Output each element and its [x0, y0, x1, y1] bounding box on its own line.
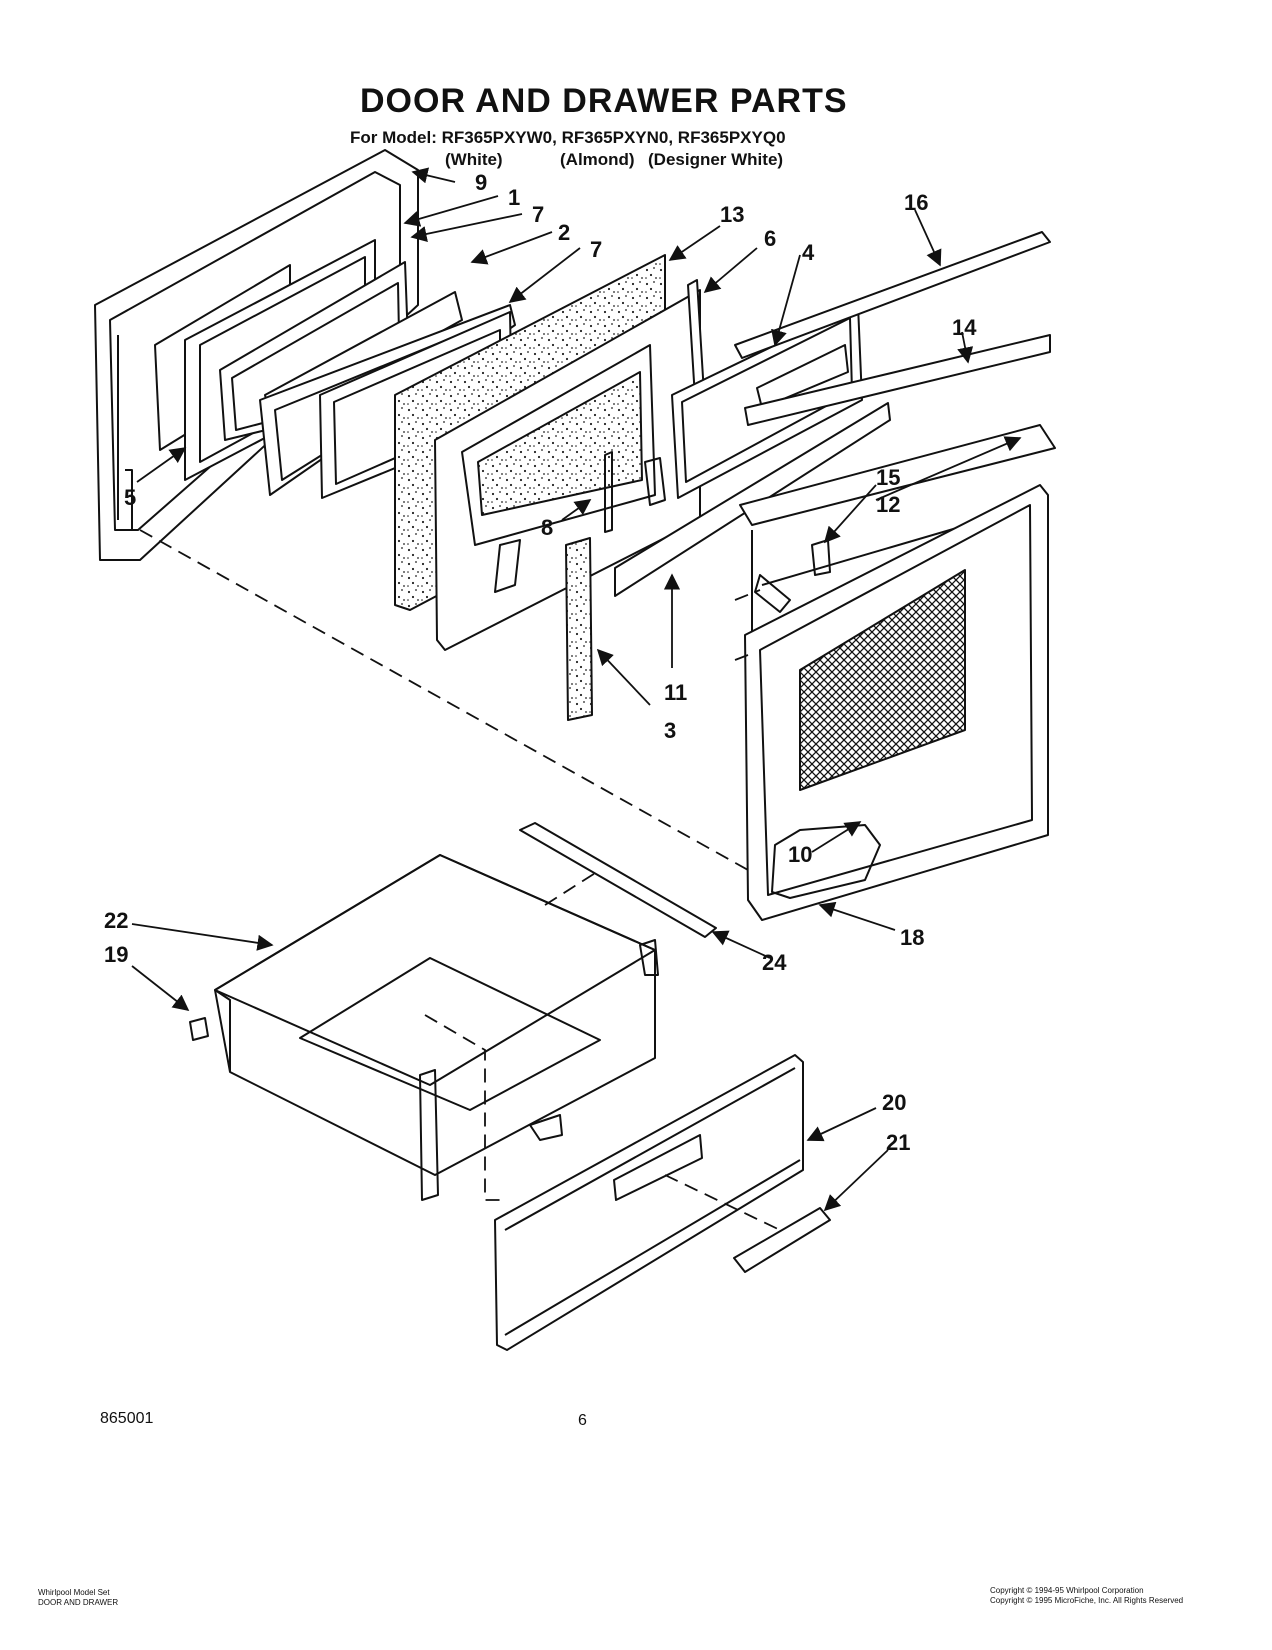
page-title: DOOR AND DRAWER PARTS — [360, 82, 848, 120]
callout-10: 10 — [788, 842, 812, 867]
footer-copyright-2: Copyright © 1995 MicroFiche, Inc. All Ri… — [990, 1596, 1184, 1605]
drawer-rail — [519, 822, 717, 938]
callout-5: 5 — [124, 485, 136, 510]
callout-22: 22 — [104, 908, 128, 933]
callout-19: 19 — [104, 942, 128, 967]
lower-trim — [614, 402, 891, 597]
callout-2: 2 — [558, 220, 570, 245]
callout-18: 18 — [900, 925, 924, 950]
callout-4: 4 — [802, 240, 815, 265]
page-number: 6 — [578, 1412, 587, 1429]
callout-11: 11 — [664, 680, 687, 705]
callout-7b: 7 — [590, 237, 602, 262]
vent-trim — [744, 334, 1051, 426]
callout-24: 24 — [762, 950, 787, 975]
outer-door-front — [744, 484, 1049, 921]
alignment-lines — [139, 529, 781, 1231]
footer-left-line-1: Whirlpool Model Set — [38, 1588, 110, 1597]
callout-14: 14 — [952, 315, 977, 340]
callout-9: 9 — [475, 170, 487, 195]
model-line: For Model: RF365PXYW0, RF365PXYN0, RF365… — [350, 128, 786, 147]
drawer-handle — [733, 1207, 831, 1273]
inner-door-liner — [434, 289, 701, 651]
color-white: (White) — [445, 150, 503, 169]
callout-6: 6 — [764, 226, 776, 251]
side-insulation-strip — [565, 537, 593, 721]
callout-20: 20 — [882, 1090, 906, 1115]
callout-16: 16 — [904, 190, 928, 215]
color-almond: (Almond) — [560, 150, 635, 169]
callout-3: 3 — [664, 718, 676, 743]
color-designer-white: (Designer White) — [648, 150, 784, 169]
leader-lines — [131, 167, 1022, 1212]
callout-15: 15 — [876, 465, 900, 490]
footer-copyright-1: Copyright © 1994-95 Whirlpool Corporatio… — [990, 1586, 1144, 1595]
callout-8: 8 — [541, 515, 553, 540]
callout-21: 21 — [886, 1130, 910, 1155]
callout-1: 1 — [508, 185, 520, 210]
drawer-body — [189, 854, 659, 1201]
footer-left-line-2: DOOR AND DRAWER — [38, 1598, 119, 1607]
callout-13: 13 — [720, 202, 744, 227]
diagram-code: 865001 — [100, 1410, 154, 1427]
top-trim-strip — [734, 231, 1051, 359]
callout-12: 12 — [876, 492, 900, 517]
callout-7: 7 — [532, 202, 544, 227]
drawer-front-panel — [494, 1054, 804, 1351]
